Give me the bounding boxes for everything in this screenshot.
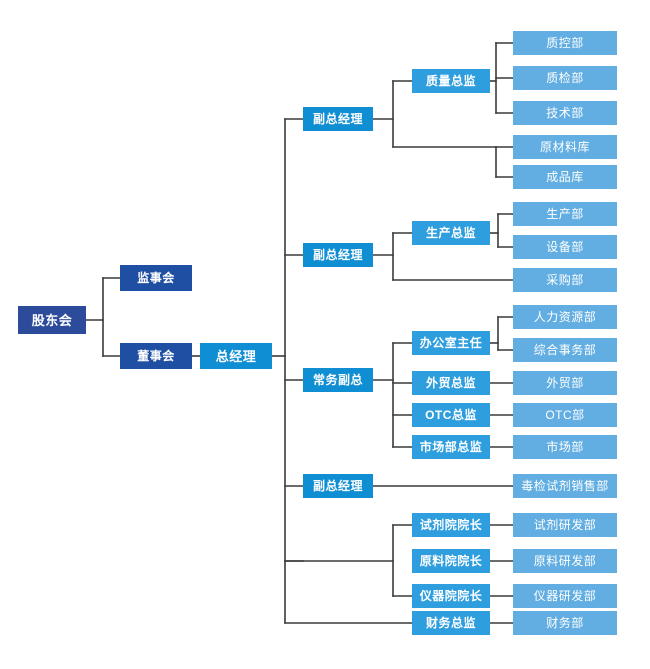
org-node[interactable]: 外贸总监 — [412, 371, 490, 395]
org-node-label: OTC总监 — [425, 408, 477, 422]
org-node[interactable]: 成品库 — [513, 165, 617, 189]
org-node[interactable]: 设备部 — [513, 235, 617, 259]
org-node-label: 生产总监 — [425, 226, 476, 240]
org-node[interactable]: 采购部 — [513, 268, 617, 292]
org-node-label: 仪器研发部 — [533, 589, 597, 603]
org-node-label: 监事会 — [137, 271, 175, 285]
org-node[interactable]: 生产部 — [513, 202, 617, 226]
org-node[interactable]: 总经理 — [200, 343, 272, 369]
org-node-label: 原料院院长 — [419, 554, 483, 568]
org-node-label: 质量总监 — [425, 74, 476, 88]
org-node[interactable]: 原材料库 — [513, 135, 617, 159]
org-node-label: 财务部 — [546, 616, 584, 630]
org-node[interactable]: 仪器研发部 — [513, 584, 617, 608]
org-node-label: 董事会 — [137, 349, 175, 363]
org-node-label: 技术部 — [546, 106, 584, 120]
org-node[interactable]: 市场部总监 — [412, 435, 490, 459]
org-node-label: 成品库 — [546, 170, 584, 184]
org-node[interactable]: 原料研发部 — [513, 549, 617, 573]
org-node-label: 采购部 — [546, 273, 584, 287]
org-node[interactable]: 人力资源部 — [513, 305, 617, 329]
org-node[interactable]: 生产总监 — [412, 221, 490, 245]
org-node-label: 股东会 — [31, 312, 73, 328]
org-node[interactable]: 副总经理 — [303, 107, 373, 131]
org-node[interactable]: 质检部 — [513, 66, 617, 90]
org-node[interactable]: 办公室主任 — [412, 331, 490, 355]
org-node[interactable]: 市场部 — [513, 435, 617, 459]
org-node[interactable]: 毒检试剂销售部 — [513, 474, 617, 498]
org-node[interactable]: 外贸部 — [513, 371, 617, 395]
org-node-label: 副总经理 — [312, 112, 363, 126]
org-node-label: 人力资源部 — [533, 310, 597, 324]
org-node-label: 副总经理 — [312, 248, 363, 262]
org-node-label: 副总经理 — [312, 479, 363, 493]
org-node-label: 市场部 — [546, 440, 584, 454]
org-node[interactable]: 股东会 — [18, 306, 86, 334]
org-node[interactable]: 常务副总 — [303, 368, 373, 392]
org-node-label: 原材料库 — [539, 140, 590, 154]
org-node-label: 总经理 — [215, 348, 257, 364]
org-node[interactable]: 财务部 — [513, 611, 617, 635]
org-node[interactable]: 质控部 — [513, 31, 617, 55]
org-node-label: 办公室主任 — [419, 336, 483, 350]
org-node[interactable]: OTC总监 — [412, 403, 490, 427]
org-node[interactable]: 仪器院院长 — [412, 584, 490, 608]
org-node[interactable]: 质量总监 — [412, 69, 490, 93]
org-node-label: 原料研发部 — [533, 554, 597, 568]
org-node-label: 试剂研发部 — [533, 518, 597, 532]
org-node-label: 设备部 — [546, 240, 584, 254]
org-node[interactable]: 监事会 — [120, 265, 192, 291]
org-node[interactable]: 董事会 — [120, 343, 192, 369]
org-node[interactable]: 副总经理 — [303, 243, 373, 267]
org-node[interactable]: 综合事务部 — [513, 338, 617, 362]
org-node[interactable]: 技术部 — [513, 101, 617, 125]
org-node-label: 外贸部 — [546, 376, 584, 390]
org-node-label: 市场部总监 — [419, 440, 483, 454]
org-node[interactable]: 试剂院院长 — [412, 513, 490, 537]
org-node-label: OTC部 — [545, 408, 585, 422]
org-node-label: 外贸总监 — [425, 376, 476, 390]
org-node-label: 试剂院院长 — [419, 518, 483, 532]
org-node-label: 毒检试剂销售部 — [521, 479, 609, 493]
org-node-label: 常务副总 — [312, 373, 363, 387]
org-node[interactable]: 试剂研发部 — [513, 513, 617, 537]
org-node-label: 生产部 — [546, 207, 584, 221]
org-node[interactable]: 原料院院长 — [412, 549, 490, 573]
org-node-label: 质控部 — [546, 36, 584, 50]
org-node-label: 仪器院院长 — [419, 589, 483, 603]
org-node-label: 综合事务部 — [533, 343, 597, 357]
org-node[interactable]: 财务总监 — [412, 611, 490, 635]
org-node-label: 财务总监 — [425, 616, 476, 630]
org-node[interactable]: OTC部 — [513, 403, 617, 427]
org-node-label: 质检部 — [546, 71, 584, 85]
org-node[interactable]: 副总经理 — [303, 474, 373, 498]
